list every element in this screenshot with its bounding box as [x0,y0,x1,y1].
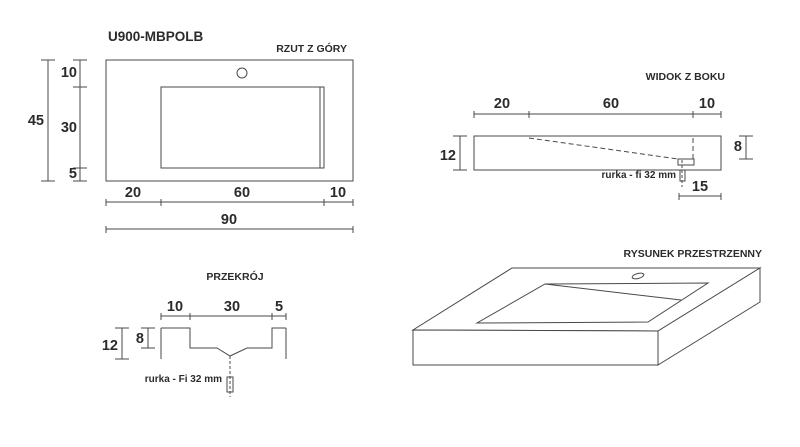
side-dim-label-seg-2: 60 [603,96,619,112]
dim-label-width-total: 90 [221,212,237,228]
section-view: PRZEKRÓJ 10 30 5 12 8 [102,270,287,397]
faucet-hole-icon [236,67,248,79]
basin-slope-hidden-line [528,137,679,160]
section-profile-outline [161,327,286,357]
dim-width-total: 90 [105,212,354,233]
side-dim-label-basin-depth: 8 [734,139,742,155]
top-view: U900-MBPOLB RZUT Z GÓRY 45 10 30 5 [28,29,354,233]
countertop-outline [105,59,354,182]
iso-right-face [657,267,761,366]
iso-faucet-hole-icon [631,272,645,280]
dim-label-height-seg-3: 5 [69,166,77,182]
dim-width-segments: 20 60 10 [105,185,354,206]
iso-basin-slope-line [544,283,682,301]
dim-label-height-seg-2: 30 [61,120,77,136]
side-dim-drain-offset: 15 [678,179,722,200]
section-drain-note: rurka - Fi 32 mm [145,374,222,385]
slab-side-outline [473,135,722,171]
dim-label-width-seg-1: 20 [125,185,141,201]
side-view: WIDOK Z BOKU 20 60 10 12 [440,71,753,200]
section-dim-label-thickness: 12 [102,338,118,354]
section-dim-label-basin-depth: 8 [136,331,144,347]
side-dim-label-drain-offset: 15 [692,179,708,195]
dim-label-width-seg-3: 10 [330,185,346,201]
dim-height-total: 45 [28,59,55,182]
section-dim-label-seg-2: 30 [224,299,240,315]
side-dim-thickness: 12 [440,135,467,171]
iso-basin-opening [475,282,710,324]
side-view-label: WIDOK Z BOKU [646,71,725,83]
dim-label-width-seg-2: 60 [234,185,250,201]
section-dim-label-seg-3: 5 [275,299,283,315]
section-dim-width-segments: 10 30 5 [160,299,287,320]
side-dim-width-segments: 20 60 10 [473,96,722,118]
iso-view: RYSUNEK PRZESTRZENNY [411,248,762,366]
section-dim-basin-depth: 8 [136,327,155,349]
side-dim-label-thickness: 12 [440,148,456,164]
dim-label-height-total: 45 [28,113,44,129]
iso-view-label: RYSUNEK PRZESTRZENNY [624,248,762,260]
iso-front-face [412,329,659,366]
dim-height-segments: 10 30 5 [61,59,87,182]
side-dim-label-seg-1: 20 [494,96,510,112]
dim-label-height-seg-1: 10 [61,65,77,81]
basin-outline [160,86,325,169]
top-view-label: RZUT Z GÓRY [276,42,347,55]
product-code: U900-MBPOLB [108,29,204,44]
side-dim-label-seg-3: 10 [699,96,715,112]
section-view-label: PRZEKRÓJ [206,270,263,283]
section-dim-thickness: 12 [102,327,129,360]
drain-flange-outline [677,158,695,166]
section-drain-pipe-outline [226,376,234,393]
side-dim-basin-depth: 8 [734,135,753,160]
side-drain-note: rurka - fi 32 mm [602,170,677,181]
section-dim-label-seg-1: 10 [167,299,183,315]
